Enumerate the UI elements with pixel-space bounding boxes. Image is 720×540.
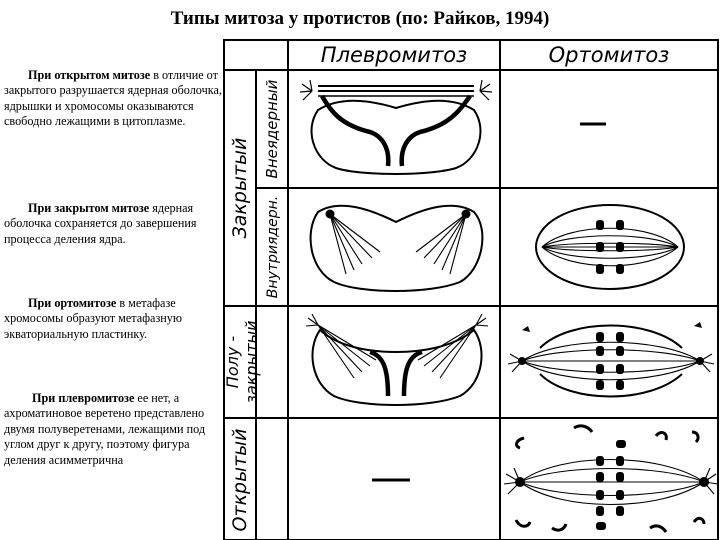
paragraph-text: ядерная оболочка сохраняется до завершен… [4, 201, 197, 246]
row-label-closed: Закрытый [229, 138, 251, 239]
paragraph-orthomitosis: При ортомитозе в метафазе хромосомы обра… [4, 296, 224, 342]
paragraph-pleuromitosis: При плевромитозе ее нет, а ахроматиновое… [4, 391, 224, 468]
paragraph-closed-mitosis: При закрытом митозе ядерная оболочка сох… [4, 201, 224, 247]
paragraph-bold: При плевромитозе [32, 391, 135, 405]
table-frame [223, 39, 719, 540]
col-header-pleuromitosis: Плевромитоз [321, 43, 467, 67]
paragraph-bold: При открытом митозе [28, 68, 151, 82]
cell-pleuro-extranuclear [299, 79, 493, 175]
row-label-semi-closed: Полу -закрытый [223, 320, 261, 403]
paragraph-text: ее нет, а ахроматиновое веретено предста… [4, 391, 206, 467]
paragraph-text: в отличие от закрытого разрушается ядерн… [4, 68, 222, 129]
page-title: Типы митоза у протистов (по: Райков, 199… [170, 8, 550, 29]
subrow-label-extranuclear: Внеядерный [263, 79, 281, 178]
row-label-open: Открытый [229, 429, 251, 532]
cell-pleuro-intranuclear [309, 204, 484, 292]
row-label-semi-closed-part1: Полу - [223, 336, 242, 389]
row-label-semi-closed-part2: закрытый [242, 320, 261, 403]
paragraph-text: в метафазе хромосомы образуют метафазную… [4, 296, 182, 341]
subrow-label-intranuclear: Внутриядерн. [265, 196, 281, 298]
paragraph-bold: При ортомитозе [28, 296, 117, 310]
paragraph-bold: При закрытом митозе [28, 201, 150, 215]
cell-pleuro-semiclosed [305, 313, 489, 406]
col-header-orthomitosis: Ортомитоз [549, 43, 670, 67]
cell-ortho-semiclosed [507, 322, 715, 398]
cell-ortho-open [503, 424, 719, 533]
paragraph-open-mitosis: При открытом митозе в отличие от закрыто… [4, 68, 224, 130]
cell-ortho-intranuclear [535, 204, 685, 290]
